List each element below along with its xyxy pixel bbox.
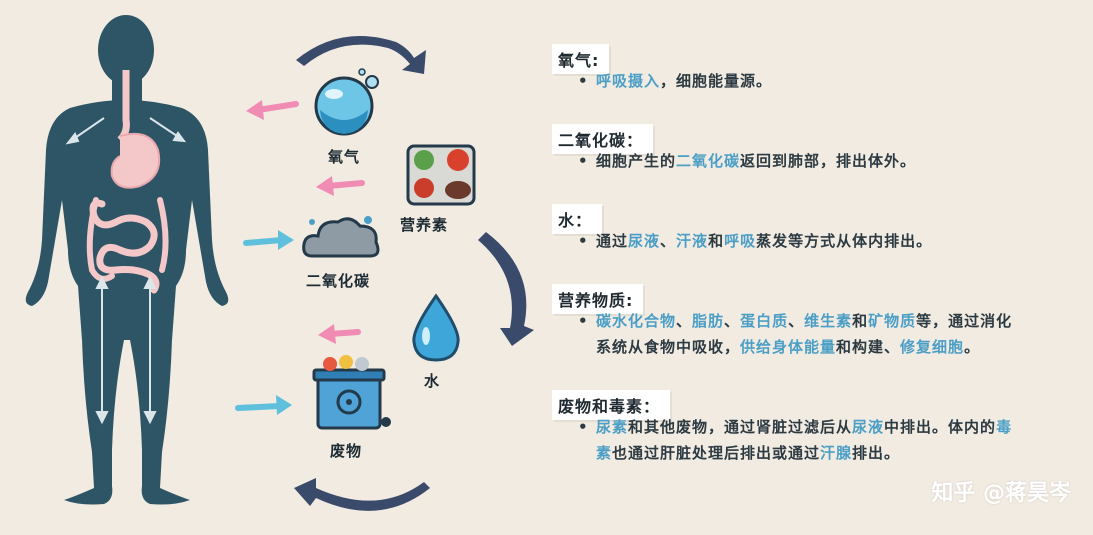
body-text: 等，通过消化 bbox=[916, 312, 1013, 330]
body-text: 细胞产生的 bbox=[596, 152, 677, 170]
co2-label: 二氧化碳 bbox=[306, 272, 371, 290]
body-text: 排出。 bbox=[852, 444, 901, 462]
section-line: • 尿素和其他废物，通过肾脏过滤后从尿液中排出。体内的毒 bbox=[578, 414, 1012, 440]
body-text: 系统从食物中吸收， bbox=[596, 338, 741, 356]
waste-bin-icon bbox=[312, 355, 391, 430]
section-line: 系统从食物中吸收，供给身体能量和构建、修复细胞。 bbox=[578, 334, 1012, 360]
section-body-water: • 通过尿液、汗液和呼吸蒸发等方式从体内排出。 bbox=[578, 228, 932, 254]
arrow-co2-in bbox=[243, 230, 294, 250]
co2-cloud-icon bbox=[302, 216, 380, 258]
section-line: • 细胞产生的二氧化碳返回到肺部，排出体外。 bbox=[578, 148, 916, 174]
watermark: 知乎 @蒋昊岑 bbox=[931, 481, 1071, 506]
body-text: 中排出。体内的 bbox=[884, 418, 997, 436]
section-title-co2: 二氧化碳： bbox=[552, 124, 654, 154]
highlight-text: 二氧化碳 bbox=[676, 152, 741, 170]
arrow-nutrient-out bbox=[316, 176, 365, 196]
section-body-nutrients: •碳水化合物、脂肪、蛋白质、维生素和矿物质等，通过消化系统从食物中吸收，供给身体… bbox=[578, 308, 1012, 360]
section-line: • 通过尿液、汗液和呼吸蒸发等方式从体内排出。 bbox=[578, 228, 932, 254]
highlight-text: 呼吸 bbox=[724, 232, 757, 250]
cycle-arrow-right bbox=[478, 232, 534, 346]
section-title-oxygen: 氧气: bbox=[552, 44, 610, 74]
highlight-text: 素 bbox=[596, 444, 613, 462]
arrow-oxygen-out bbox=[246, 100, 299, 120]
bullet-icon: • bbox=[578, 72, 589, 90]
water-label: 水 bbox=[424, 372, 441, 390]
section-body-waste: • 尿素和其他废物，通过肾脏过滤后从尿液中排出。体内的毒素也通过肝脏处理后排出或通… bbox=[578, 414, 1012, 466]
body-text: 蒸发等方式从体内排出。 bbox=[756, 232, 933, 250]
highlight-text: 蛋白质 bbox=[740, 312, 789, 330]
highlight-text: 维生素 bbox=[804, 312, 853, 330]
bullet-icon: • bbox=[578, 152, 589, 170]
highlight-text: 尿液 bbox=[628, 232, 661, 250]
highlight-text: 脂肪 bbox=[692, 312, 725, 330]
digestive-tract-icon bbox=[86, 70, 169, 294]
nutrients-label: 营养素 bbox=[400, 216, 449, 234]
section-line: • 呼吸摄入，细胞能量源。 bbox=[578, 68, 772, 94]
waste-label: 废物 bbox=[330, 442, 363, 460]
bullet-icon: • bbox=[578, 418, 589, 436]
oxygen-label: 氧气 bbox=[328, 148, 361, 166]
highlight-text: 修复细胞 bbox=[900, 338, 965, 356]
body-text: 和其他废物，通过肾脏过滤后从 bbox=[628, 418, 853, 436]
cycle-arrow-top bbox=[296, 36, 426, 74]
highlight-text: 尿液 bbox=[852, 418, 885, 436]
bullet-icon: • bbox=[578, 232, 589, 250]
highlight-text: 碳水化合物 bbox=[596, 312, 677, 330]
section-line: •碳水化合物、脂肪、蛋白质、维生素和矿物质等，通过消化 bbox=[578, 308, 1012, 334]
highlight-text: 尿素 bbox=[596, 418, 629, 436]
body-text: 、 bbox=[724, 312, 741, 330]
body-text: 返回到肺部，排出体外。 bbox=[740, 152, 917, 170]
body-text: ，细胞能量源。 bbox=[660, 72, 773, 90]
body-flow-arrows bbox=[65, 117, 187, 425]
body-text: 。 bbox=[964, 338, 981, 356]
highlight-text: 汗腺 bbox=[820, 444, 853, 462]
highlight-text: 毒 bbox=[996, 418, 1013, 436]
body-text: 和构建、 bbox=[836, 338, 901, 356]
oxygen-bubble-icon bbox=[314, 68, 379, 136]
body-text: 也通过肝脏处理后排出或通过 bbox=[612, 444, 821, 462]
highlight-text: 汗液 bbox=[676, 232, 709, 250]
section-title-water: 水： bbox=[552, 204, 603, 234]
highlight-text: 呼吸摄入 bbox=[596, 72, 661, 90]
body-text: 通过 bbox=[596, 232, 629, 250]
body-text: 和 bbox=[708, 232, 725, 250]
body-text: 、 bbox=[676, 312, 693, 330]
section-body-oxygen: • 呼吸摄入，细胞能量源。 bbox=[578, 68, 772, 94]
section-body-co2: • 细胞产生的二氧化碳返回到肺部，排出体外。 bbox=[578, 148, 916, 174]
arrow-waste-in bbox=[235, 395, 292, 415]
arrow-water-out bbox=[318, 324, 361, 344]
section-title-nutrients: 营养物质: bbox=[552, 284, 644, 314]
bullet-icon: • bbox=[578, 312, 589, 330]
body-text: 和 bbox=[852, 312, 869, 330]
body-text: 、 bbox=[788, 312, 805, 330]
human-body-silhouette bbox=[25, 15, 229, 505]
highlight-text: 供给身体能量 bbox=[740, 338, 837, 356]
section-title-waste: 废物和毒素： bbox=[552, 390, 671, 420]
body-text: 、 bbox=[660, 232, 677, 250]
nutrient-tray-icon bbox=[406, 144, 476, 206]
cycle-arrow-bottom bbox=[294, 478, 430, 511]
water-drop-icon bbox=[412, 293, 460, 362]
highlight-text: 矿物质 bbox=[868, 312, 917, 330]
section-line: 素也通过肝脏处理后排出或通过汗腺排出。 bbox=[578, 440, 1012, 466]
